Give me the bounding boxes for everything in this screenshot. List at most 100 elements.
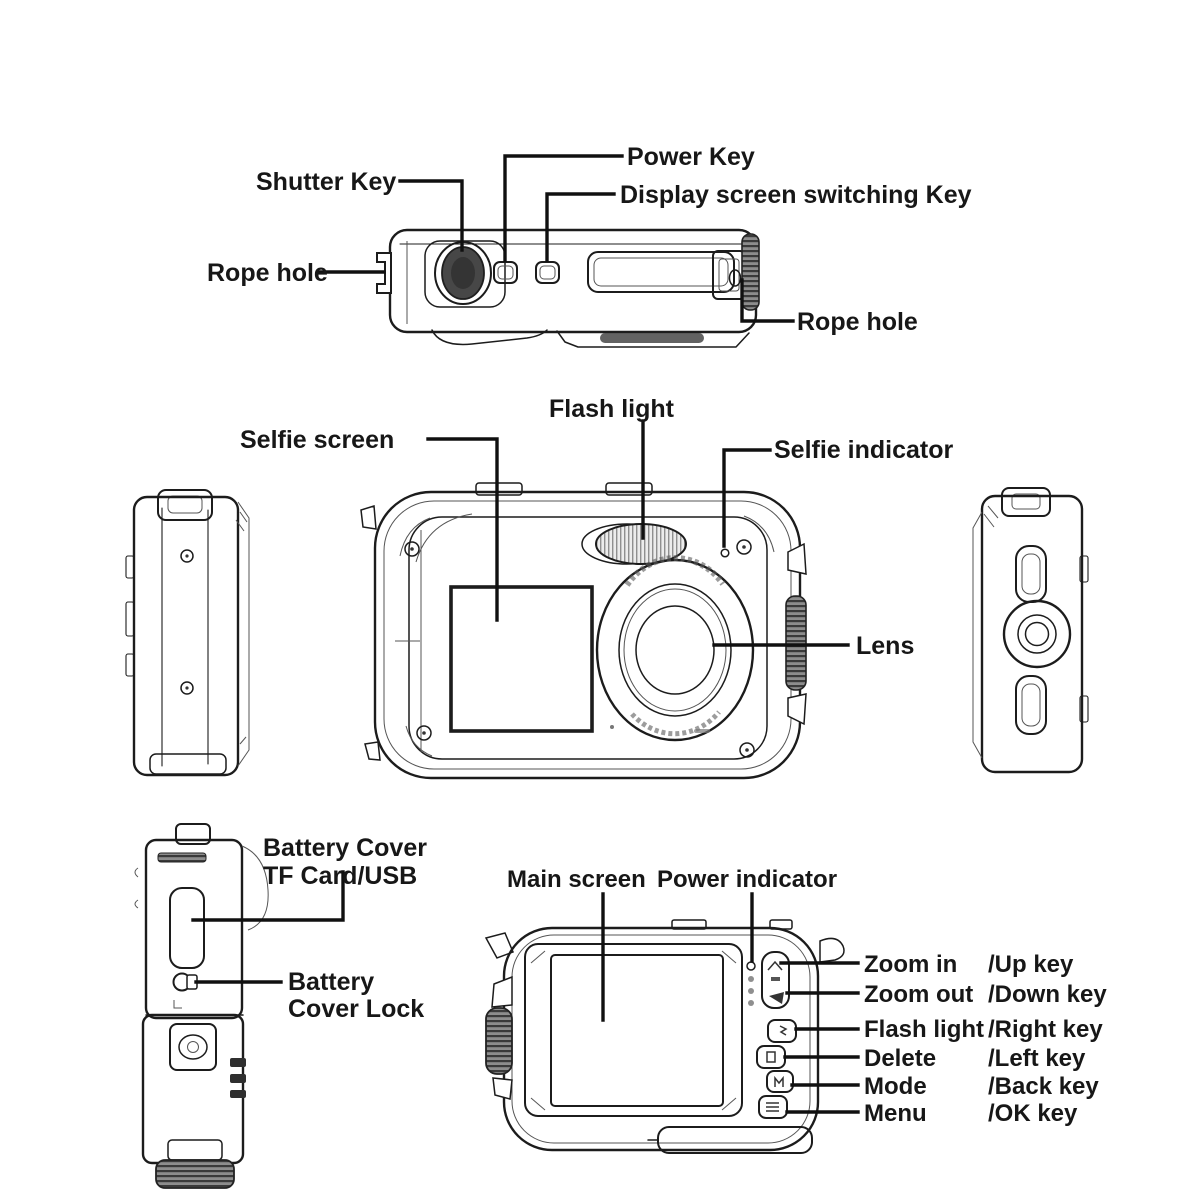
delete-key-button <box>756 1045 786 1069</box>
battery-cover-label-line2: TF Card/USB <box>263 862 417 890</box>
back-view: Main screen Power indicator Zoom in /Up … <box>484 866 1107 1154</box>
selfie-screen-label: Selfie screen <box>240 426 394 454</box>
battery-cover-label-line1: Battery Cover <box>263 834 427 862</box>
zoom-out-glyph <box>769 992 784 1004</box>
left-side-view <box>125 489 250 777</box>
lens-label: Lens <box>856 632 914 660</box>
top-view: Power Key Shutter Key Display screen swi… <box>207 143 972 348</box>
shutter-mount <box>424 240 506 308</box>
flash-light-label: Flash light <box>549 395 675 423</box>
front-top-tabs <box>475 482 653 496</box>
back-screen <box>524 943 743 1117</box>
display-switch-label: Display screen switching Key <box>620 181 972 209</box>
mode-key-glyph <box>774 1075 784 1087</box>
shutter-key-label: Shutter Key <box>256 168 396 196</box>
power-indicator-leds <box>746 961 756 1006</box>
selfie-screen-leader <box>426 437 499 622</box>
battery-side-lower-body <box>141 1013 245 1165</box>
battery-lock-label-line2: Cover Lock <box>288 995 424 1023</box>
key-row-function: Menu <box>864 1100 927 1127</box>
brand-text-smudge <box>600 333 704 343</box>
front-view: Flash light Selfie screen Selfie indicat… <box>240 395 953 780</box>
front-panel <box>408 516 768 760</box>
back-left-dial <box>485 1007 513 1075</box>
delete-key-glyph <box>766 1051 776 1063</box>
zoom-rocker <box>761 951 790 1009</box>
menu-key-glyph <box>766 1102 779 1112</box>
right-side-view <box>972 487 1089 774</box>
key-row-key: /Left key <box>988 1045 1086 1072</box>
top-body-details <box>399 241 750 348</box>
power-indicator-led <box>746 961 756 971</box>
battery-side-top-knob <box>175 823 211 845</box>
battery-cover-part <box>169 887 205 969</box>
power-key-label: Power Key <box>627 143 755 171</box>
selfie-indicator-part <box>720 548 730 558</box>
key-row-key: /Up key <box>988 951 1074 978</box>
power-key-leader <box>503 154 624 262</box>
lens-ring-text-smudge-bottom <box>630 710 721 737</box>
left-side-top-cap <box>157 489 213 521</box>
menu-key-button <box>758 1095 788 1119</box>
back-bottom-door <box>647 1126 813 1154</box>
shutter-button-center <box>451 257 475 289</box>
selfie-indicator-leader <box>722 448 772 548</box>
battery-lock-label-line1: Battery <box>288 968 374 996</box>
key-row-function: Mode <box>864 1073 927 1100</box>
rope-hole-left-part <box>376 252 392 294</box>
top-side-dial <box>741 233 760 311</box>
right-side-top-cap <box>1001 487 1051 517</box>
tripod-mount-part <box>169 1023 217 1071</box>
key-row-function: Flash light <box>864 1016 984 1043</box>
battery-side-upper-body <box>144 838 244 1020</box>
rope-hole-right-label: Rope hole <box>797 308 918 336</box>
flash-light-part <box>581 523 687 565</box>
key-row-function: Zoom out <box>864 981 973 1008</box>
selfie-indicator-label: Selfie indicator <box>774 436 953 464</box>
front-right-edge <box>785 542 807 726</box>
back-right-nub <box>819 937 845 963</box>
key-row-key: /OK key <box>988 1100 1078 1127</box>
left-side-details <box>125 501 250 775</box>
tripod-screw-foot <box>155 1159 235 1189</box>
shutter-key-leader <box>398 179 464 252</box>
battery-side-details <box>134 845 269 1189</box>
display-switch-button <box>535 261 560 284</box>
right-side-rocker-lower <box>1015 675 1047 735</box>
flash-key-glyph <box>779 1025 788 1036</box>
key-row-function: Zoom in <box>864 951 957 978</box>
main-screen-label: Main screen <box>507 866 646 893</box>
key-row-function: Delete <box>864 1045 936 1072</box>
zoom-in-glyph <box>767 960 783 971</box>
selfie-screen-part <box>449 585 594 733</box>
battery-cover-leader <box>191 870 345 922</box>
right-side-rocker-upper <box>1015 545 1047 603</box>
key-row-key: /Back key <box>988 1073 1099 1100</box>
rope-hole-right-part <box>712 250 746 300</box>
battery-cover-lock-part <box>172 972 198 1009</box>
back-body-inner-outline <box>511 934 811 1144</box>
rope-hole-left-label: Rope hole <box>207 259 328 287</box>
back-key-list: Zoom in /Up key Zoom out /Down key Flash… <box>864 951 1107 1127</box>
left-side-body <box>132 495 240 777</box>
power-button <box>493 261 518 284</box>
front-corner-screws <box>404 539 755 758</box>
lens-ring-text-smudge-top <box>624 555 726 587</box>
front-armor-details <box>395 513 775 757</box>
top-recess <box>587 251 735 293</box>
right-side-body <box>980 494 1084 774</box>
battery-side-view: Battery Cover TF Card/USB Battery Cover … <box>134 823 427 1189</box>
front-left-nub-bottom <box>364 741 381 761</box>
display-switch-leader <box>545 192 616 262</box>
back-left-rope-nub <box>484 932 514 959</box>
key-row-key: /Down key <box>988 981 1107 1008</box>
right-side-dial <box>1002 599 1072 669</box>
front-left-nub-top <box>360 505 377 530</box>
back-left-edge <box>485 975 513 1100</box>
lens-part <box>595 555 755 742</box>
mode-key-button <box>766 1070 794 1093</box>
key-row-key: /Right key <box>988 1016 1103 1043</box>
flash-key-button <box>767 1019 797 1043</box>
